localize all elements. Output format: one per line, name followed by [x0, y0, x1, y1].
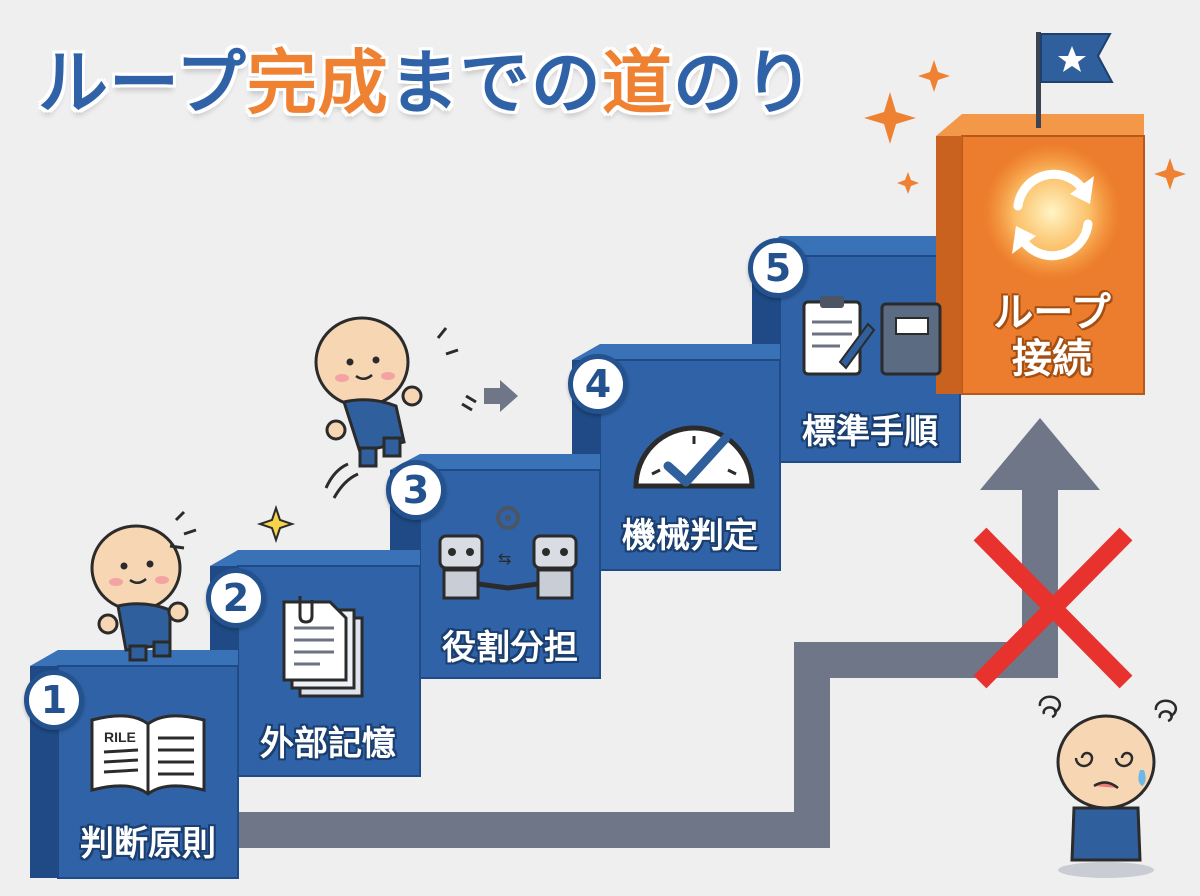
- open-book-icon: RILE: [90, 714, 206, 796]
- goal-label: ループ 接続: [993, 290, 1111, 382]
- svg-text:⇆: ⇆: [498, 549, 511, 568]
- step-1-label: 判断原則: [80, 824, 216, 864]
- step-4-number: 4: [568, 354, 628, 414]
- step-2-label: 外部記憶: [260, 724, 396, 764]
- title-part-4: 道: [600, 42, 673, 124]
- sparkle-icons: [864, 60, 1186, 194]
- step-5-number: 5: [748, 238, 808, 298]
- robots-handshake-icon: ⇆: [438, 506, 578, 600]
- step-5-label: 標準手順: [802, 412, 938, 452]
- walking-character: [90, 510, 197, 662]
- goal-label-line-2: 接続: [1011, 336, 1092, 382]
- title-part-5: のり: [671, 42, 815, 124]
- star-flag-icon: [1036, 32, 1114, 128]
- step-3-label: 役割分担: [442, 628, 578, 668]
- gauge-check-icon: [633, 425, 755, 489]
- dizzy-character: [1038, 695, 1178, 878]
- step-1-number: 1: [24, 670, 84, 730]
- loop-arrows-icon: [1012, 169, 1094, 261]
- step-3-number: 3: [386, 460, 446, 520]
- goal-label-line-1: ループ: [993, 290, 1111, 336]
- step-2-number: 2: [206, 568, 266, 628]
- page-title: ループ完成までの道のり: [37, 47, 816, 120]
- title-part-1: ループ: [37, 42, 248, 124]
- clipboard-manual-icon: [802, 296, 942, 376]
- up-arrow-icon: [980, 418, 1100, 490]
- climbing-character: [256, 316, 518, 544]
- right-arrow-icon: [484, 380, 518, 412]
- title-part-2: 完成: [245, 42, 389, 124]
- step-4-label: 機械判定: [622, 516, 758, 556]
- failure-cross-icon: [973, 527, 1133, 689]
- title-part-3: までの: [387, 42, 602, 124]
- documents-icon: [282, 596, 364, 698]
- book-label: RILE: [104, 729, 136, 745]
- goal-block: [936, 114, 1145, 395]
